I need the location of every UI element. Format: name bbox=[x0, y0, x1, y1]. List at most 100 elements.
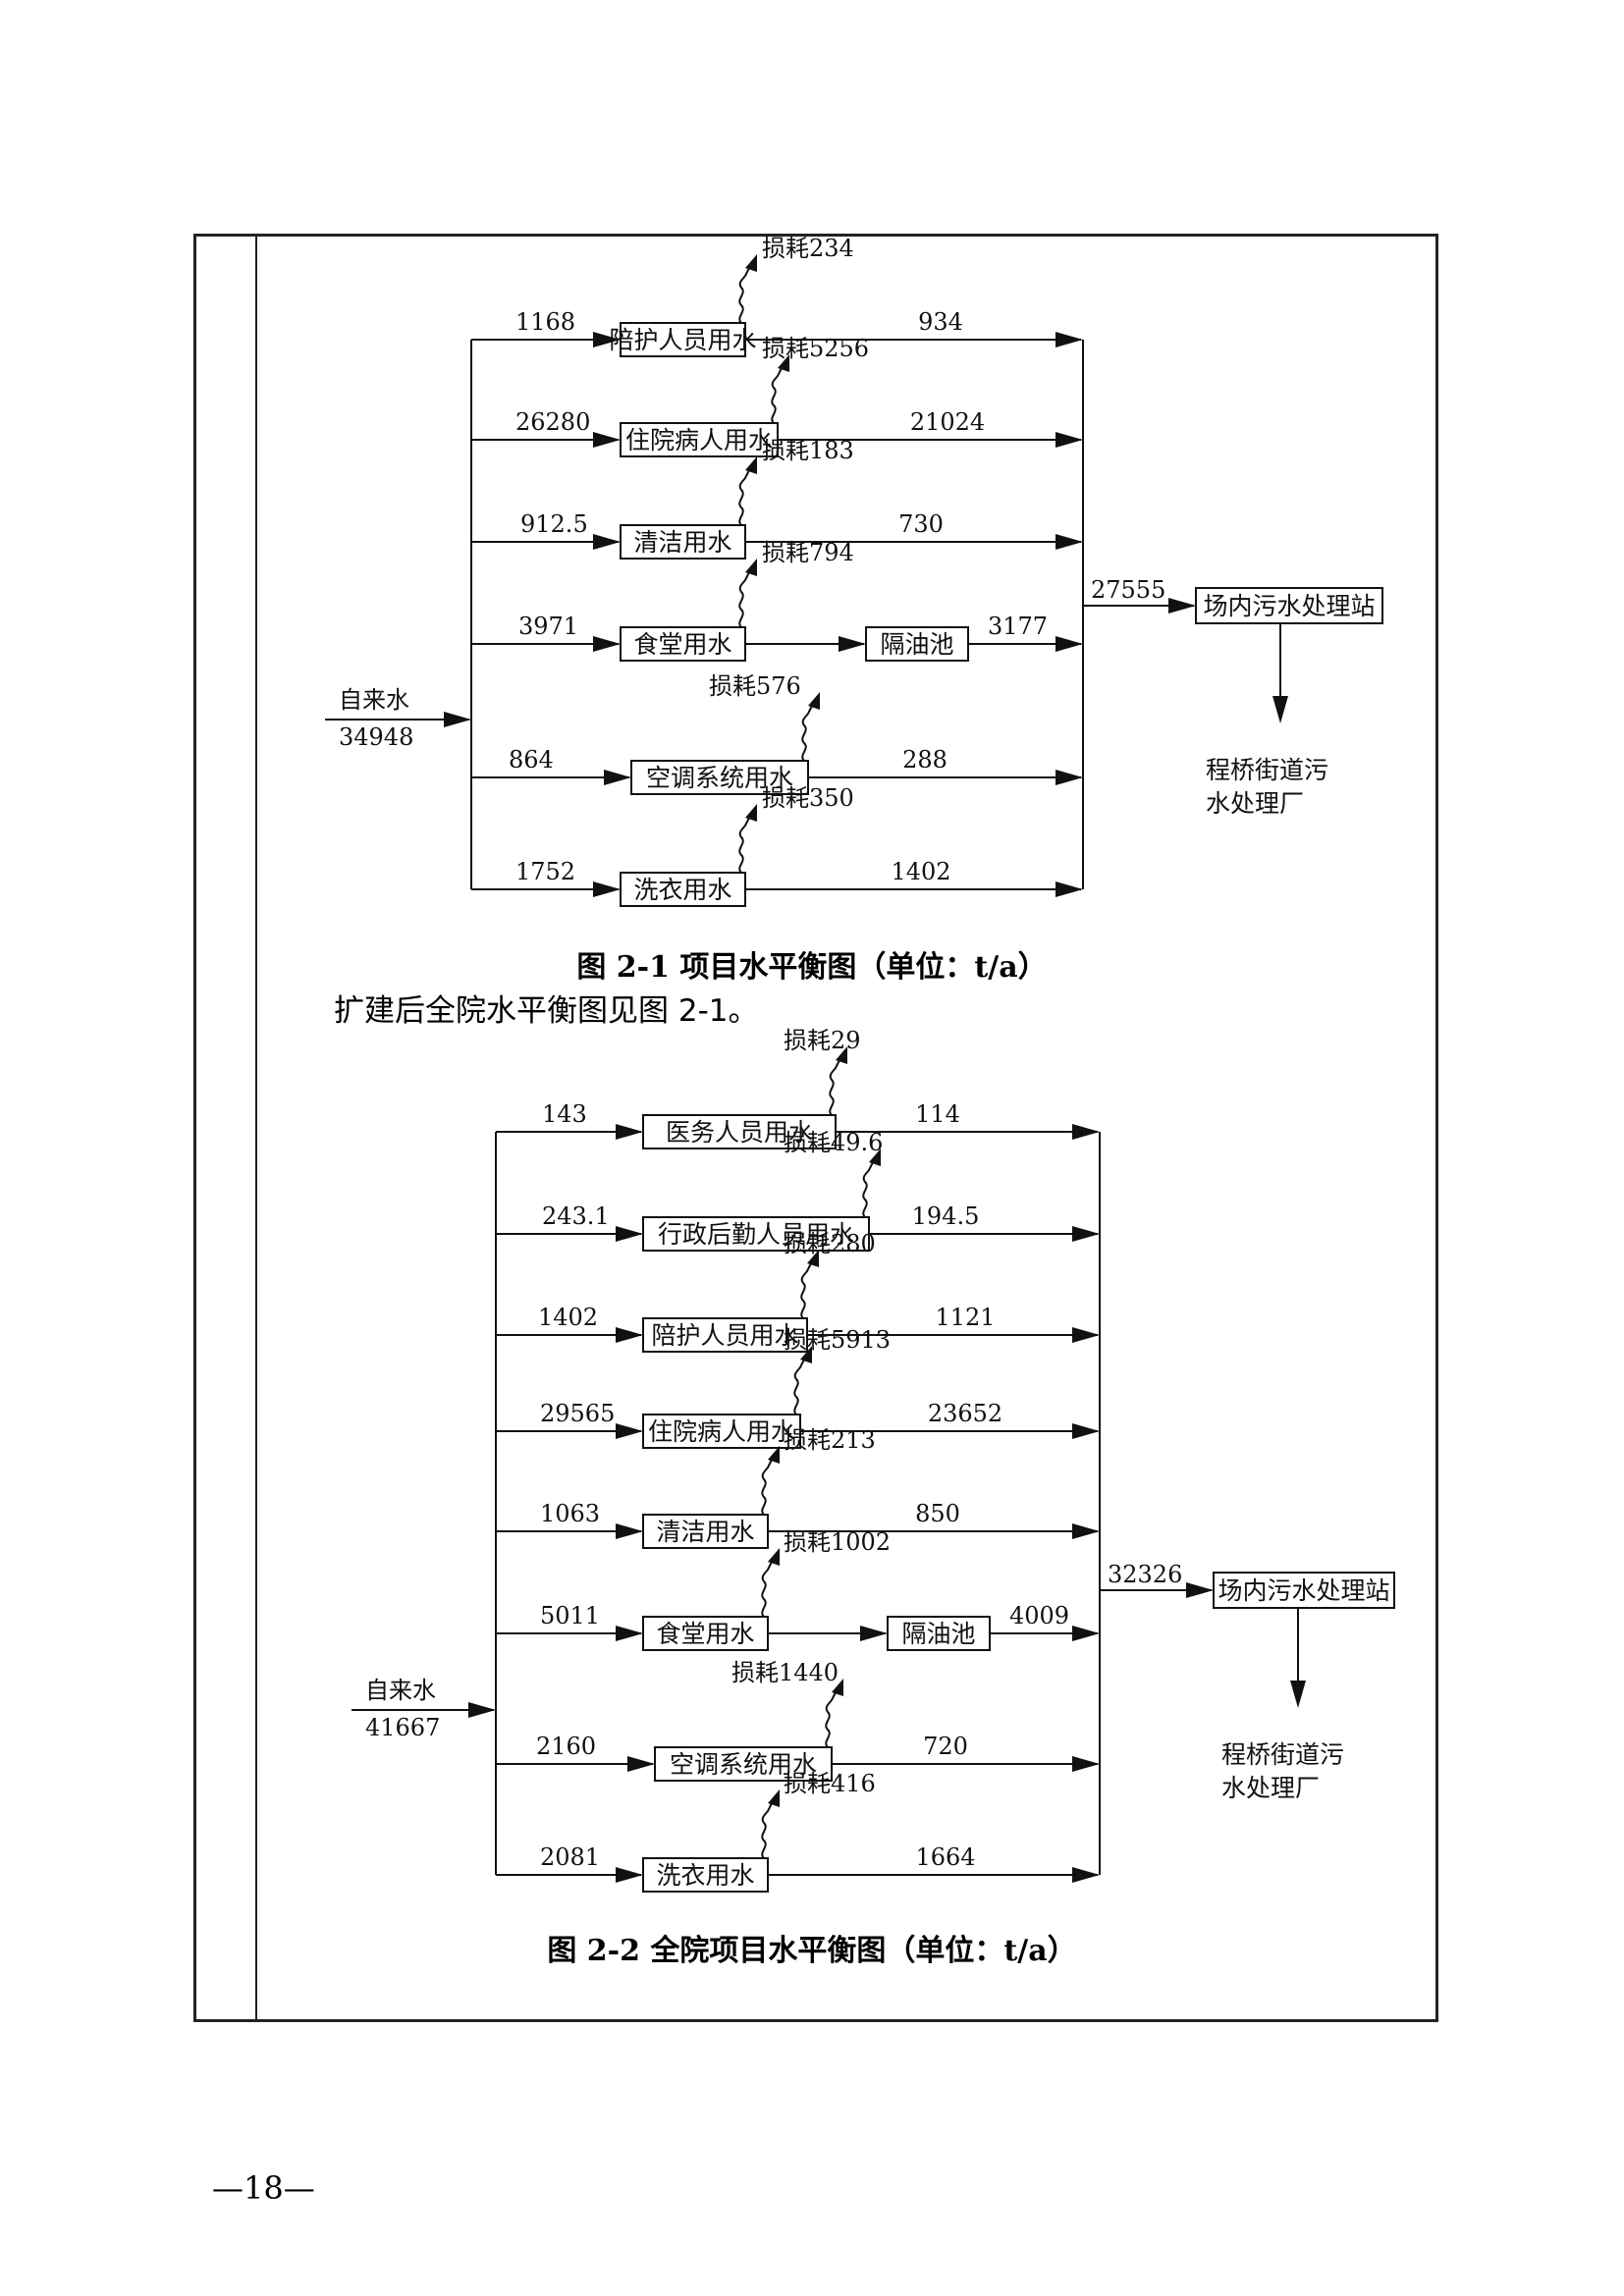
input-arrow bbox=[627, 1756, 655, 1772]
water-balance-diagram-2: 自来水41667143医务人员用水损耗29114243.1行政后勤人员用水损耗4… bbox=[352, 1027, 1395, 1893]
node-label: 住院病人用水 bbox=[625, 426, 773, 454]
loss-arrow bbox=[761, 1455, 775, 1516]
figure-caption-2: 图 2-2 全院项目水平衡图（单位：t/a） bbox=[547, 1934, 1077, 1968]
loss-arrow-head bbox=[745, 254, 757, 272]
input-arrow bbox=[616, 1626, 643, 1641]
output-arrow bbox=[1056, 432, 1083, 448]
loss-arrow-head bbox=[745, 804, 757, 822]
input-value: 912.5 bbox=[520, 510, 588, 538]
loss-label: 损耗183 bbox=[762, 437, 854, 464]
input-arrow bbox=[616, 1124, 643, 1140]
grease-trap-label: 隔油池 bbox=[901, 1620, 975, 1648]
source-label: 自来水 bbox=[365, 1677, 436, 1704]
loss-arrow-head bbox=[745, 456, 757, 474]
node-label: 陪护人员用水 bbox=[651, 1321, 798, 1350]
output-arrow bbox=[1056, 770, 1083, 785]
intro-paragraph: 扩建后全院水平衡图见图 2-1。 bbox=[334, 993, 759, 1029]
loss-arrow-head bbox=[800, 1346, 812, 1363]
input-arrow bbox=[616, 1226, 643, 1242]
loss-label: 损耗5913 bbox=[784, 1326, 891, 1354]
node-box bbox=[642, 1616, 769, 1651]
loss-label: 损耗350 bbox=[762, 784, 854, 812]
output-value: 1121 bbox=[935, 1304, 995, 1331]
output-value: 194.5 bbox=[912, 1202, 980, 1230]
loss-arrow-head bbox=[778, 354, 789, 372]
loss-label: 损耗416 bbox=[784, 1770, 876, 1797]
loss-label: 损耗1002 bbox=[784, 1528, 891, 1556]
output-arrow bbox=[1072, 1327, 1100, 1343]
input-arrow bbox=[593, 432, 621, 448]
loss-label: 损耗213 bbox=[784, 1426, 876, 1454]
input-arrow bbox=[593, 332, 621, 347]
loss-label: 损耗29 bbox=[784, 1027, 861, 1054]
source-arrow bbox=[468, 1702, 496, 1718]
node-label: 医务人员用水 bbox=[666, 1118, 813, 1147]
loss-arrow-head bbox=[869, 1148, 881, 1166]
node-label: 陪护人员用水 bbox=[609, 326, 756, 354]
grease-trap-box bbox=[865, 626, 969, 662]
loss-label: 损耗1440 bbox=[731, 1659, 839, 1686]
node-box bbox=[642, 1514, 769, 1549]
node-label: 洗衣用水 bbox=[633, 876, 731, 904]
loss-arrow bbox=[738, 813, 752, 874]
input-value: 143 bbox=[542, 1100, 587, 1128]
total-arrow bbox=[1168, 598, 1196, 614]
source-value: 41667 bbox=[365, 1714, 440, 1741]
node-label: 食堂用水 bbox=[656, 1620, 754, 1648]
input-arrow bbox=[604, 770, 631, 785]
final-label-2: 水处理厂 bbox=[1206, 789, 1304, 818]
loss-arrow-head bbox=[832, 1679, 843, 1696]
loss-arrow bbox=[771, 363, 785, 424]
input-arrow bbox=[616, 1867, 643, 1883]
node-box bbox=[642, 1857, 769, 1893]
loss-label: 损耗49.6 bbox=[784, 1129, 883, 1156]
input-arrow bbox=[593, 881, 621, 897]
plant-label: 场内污水处理站 bbox=[1203, 592, 1375, 620]
node-box bbox=[654, 1746, 833, 1782]
document-frame bbox=[193, 234, 1438, 2022]
loss-label: 损耗234 bbox=[762, 235, 854, 262]
loss-label: 损耗576 bbox=[709, 672, 801, 700]
final-label-2: 水处理厂 bbox=[1221, 1774, 1320, 1802]
input-value: 1168 bbox=[515, 308, 575, 336]
input-value: 3971 bbox=[518, 613, 578, 640]
input-value: 1063 bbox=[540, 1500, 600, 1527]
input-arrow bbox=[616, 1423, 643, 1439]
input-value: 2160 bbox=[536, 1733, 596, 1760]
node-label: 空调系统用水 bbox=[646, 764, 793, 792]
output-value: 934 bbox=[918, 308, 963, 336]
input-value: 1752 bbox=[515, 858, 575, 885]
output-arrow bbox=[1072, 1423, 1100, 1439]
grease-trap-label: 隔油池 bbox=[880, 630, 953, 659]
loss-arrow-head bbox=[768, 1789, 780, 1807]
node-label: 洗衣用水 bbox=[656, 1861, 754, 1890]
input-value: 1402 bbox=[538, 1304, 598, 1331]
final-label-1: 程桥街道污 bbox=[1221, 1740, 1344, 1769]
loss-label: 损耗5256 bbox=[762, 335, 869, 362]
output-value: 23652 bbox=[928, 1400, 1002, 1427]
output-value: 720 bbox=[923, 1733, 968, 1760]
output-value: 1664 bbox=[915, 1843, 975, 1871]
source-arrow bbox=[444, 712, 471, 727]
loss-arrow bbox=[761, 1557, 775, 1618]
node-label: 空调系统用水 bbox=[670, 1750, 817, 1779]
loss-arrow bbox=[738, 567, 752, 628]
input-arrow bbox=[593, 636, 621, 652]
frame-divider bbox=[255, 236, 257, 2020]
loss-label: 损耗280 bbox=[784, 1230, 876, 1257]
final-label-1: 程桥街道污 bbox=[1206, 756, 1328, 784]
total-value: 32326 bbox=[1108, 1561, 1182, 1588]
node-box bbox=[620, 872, 746, 907]
output-value: 288 bbox=[902, 746, 947, 774]
node-label: 清洁用水 bbox=[656, 1518, 754, 1546]
final-arrow bbox=[1290, 1681, 1306, 1708]
output-arrow bbox=[1056, 636, 1083, 652]
node-box bbox=[642, 1414, 801, 1449]
page-number: —18— bbox=[212, 2169, 315, 2207]
output-value: 21024 bbox=[910, 408, 985, 436]
loss-arrow bbox=[829, 1055, 842, 1116]
loss-arrow bbox=[738, 263, 752, 324]
loss-arrow-head bbox=[807, 1250, 819, 1267]
loss-arrow bbox=[793, 1355, 807, 1415]
source-value: 34948 bbox=[339, 723, 413, 751]
